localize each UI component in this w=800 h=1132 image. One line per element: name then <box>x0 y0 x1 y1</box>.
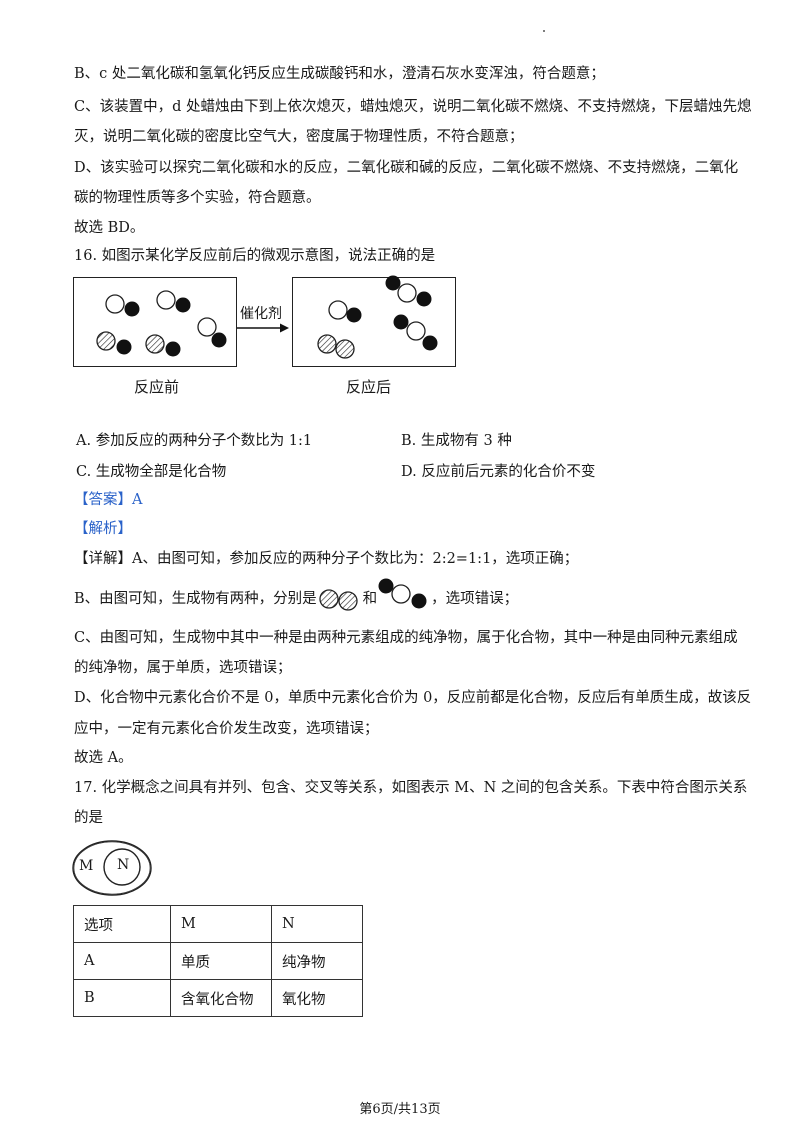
after-label: 反应后 <box>346 378 392 396</box>
table-header: M <box>170 905 272 943</box>
table-cell: 氧化物 <box>271 979 363 1017</box>
molecule-white-black <box>156 290 191 313</box>
detail-b-and: 和 <box>362 591 378 607</box>
detail-b-suffix: ，选项错误； <box>431 591 519 607</box>
question-17-stem-1: 17. 化学概念之间具有并列、包含、交叉等关系，如图表示 M、N 之间的包含关系… <box>74 780 748 796</box>
text-line: 碳的物理性质等多个实验，符合题意。 <box>74 190 321 206</box>
table-cell: 单质 <box>170 942 272 980</box>
conclusion: 故选 A。 <box>74 750 133 766</box>
page-footer: 第6页/共13页 <box>359 1102 441 1117</box>
molecule-black-white-black <box>385 275 432 307</box>
molecule-hatched-black <box>96 331 132 355</box>
detail-b-prefix: B、由图可知，生成物有两种，分别是 <box>74 591 317 607</box>
option-b: B. 生成物有 3 种 <box>401 433 512 449</box>
venn-diagram <box>72 840 152 896</box>
inline-molecule-hatched <box>317 589 363 611</box>
detail-d-2: 应中，一定有元素化合价发生改变，选项错误； <box>74 721 379 737</box>
table-header-row: 选项 M N <box>73 905 363 943</box>
option-d: D. 反应前后元素的化合价不变 <box>401 464 596 480</box>
detail-c-2: 的纯净物，属于单质，选项错误； <box>74 660 292 676</box>
question-17-stem-2: 的是 <box>74 810 103 826</box>
detail-c-1: C、由图可知，生成物中其中一种是由两种元素组成的纯净物，属于化合物，其中一种是由… <box>74 630 738 646</box>
table-cell: 纯净物 <box>271 942 363 980</box>
text-line: D、该实验可以探究二氧化碳和水的反应，二氧化碳和碱的反应，二氧化碳不燃烧、不支持… <box>74 160 739 176</box>
molecule-white-black <box>197 317 227 348</box>
table-row: A 单质 纯净物 <box>73 942 363 980</box>
text-line: C、该装置中，d 处蜡烛由下到上依次熄灭，蜡烛熄灭，说明二氧化碳不燃烧、不支持燃… <box>74 99 752 115</box>
text-line: 灭，说明二氧化碳的密度比空气大，密度属于物理性质，不符合题意； <box>74 129 524 145</box>
options-table: 选项 M N A 单质 纯净物 B 含氧化合物 氧化物 <box>73 905 363 1017</box>
detail-b: B、由图可知，生成物有两种，分别是 和 ，选项错误； <box>74 578 519 611</box>
molecule-white-black <box>328 300 362 323</box>
molecule-hatched-black <box>145 334 181 357</box>
table-header: 选项 <box>73 905 171 943</box>
analysis-label: 【解析】 <box>74 521 132 537</box>
molecule-hatched-hatched <box>317 334 355 359</box>
table-cell: 含氧化合物 <box>170 979 272 1017</box>
detail-d-1: D、化合物中元素化合价不是 0，单质中元素化合价为 0，反应前都是化合物，反应后… <box>74 690 752 706</box>
table-row: B 含氧化合物 氧化物 <box>73 979 363 1017</box>
question-16-stem: 16. 如图示某化学反应前后的微观示意图，说法正确的是 <box>74 248 436 264</box>
venn-label-n: N <box>117 857 130 873</box>
table-cell: B <box>73 979 171 1017</box>
text-line: 故选 BD。 <box>74 220 145 236</box>
table-cell: A <box>73 942 171 980</box>
answer-label: 【答案】A <box>74 492 143 508</box>
catalyst-label: 催化剂 <box>240 306 282 322</box>
scan-dot <box>543 30 545 32</box>
text-line: B、c 处二氧化碳和氢氧化钙反应生成碳酸钙和水，澄清石灰水变浑浊，符合题意； <box>74 66 605 82</box>
molecule-white-black <box>105 294 140 317</box>
table-header: N <box>271 905 363 943</box>
option-c: C. 生成物全部是化合物 <box>76 464 227 480</box>
option-a: A. 参加反应的两种分子个数比为 1:1 <box>76 433 313 449</box>
venn-label-m: M <box>79 858 94 874</box>
before-label: 反应前 <box>134 378 180 396</box>
after-reaction-box <box>292 277 456 367</box>
reaction-diagram <box>96 275 438 359</box>
molecule-black-white-black <box>393 314 438 351</box>
detail-a: 【详解】A、由图可知，参加反应的两种分子个数比为：2:2=1:1，选项正确； <box>74 551 579 567</box>
arrow-head <box>280 323 289 333</box>
inline-molecule-bwb <box>377 578 431 609</box>
